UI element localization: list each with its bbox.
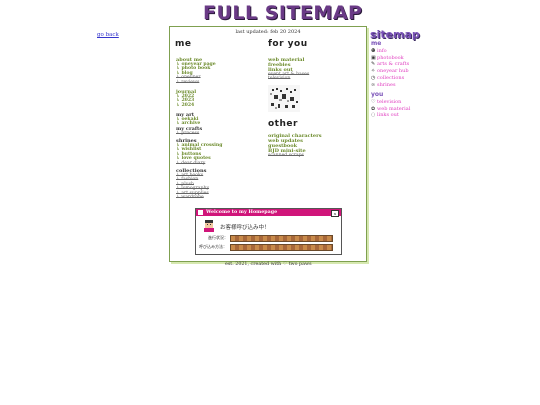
blog-link[interactable]: ↳ blog (176, 70, 193, 76)
shrines-title: shrines (176, 138, 197, 144)
footer-text: est. 2021, created with ♡ two paws (225, 262, 312, 267)
art-supplies-link[interactable]: ↳ art supplies (176, 190, 209, 196)
journal-section: journal ↳ 2022 ↳ 2023 ↳ 2024 (176, 90, 196, 108)
animal-crossing-link[interactable]: ↳ animal crossing (176, 143, 223, 148)
character-icon (204, 220, 214, 232)
dialog-close-button[interactable]: x (331, 210, 339, 217)
oneyear-link[interactable]: ↳ oneyear page (176, 62, 216, 67)
fashion-link[interactable]: ↳ fashion (176, 177, 199, 183)
sidebar-me-heading: me (371, 40, 382, 47)
links-out-link[interactable]: links out (268, 67, 293, 73)
method-label: 呼び込み方法： (199, 244, 227, 249)
other-heading: other (268, 119, 298, 129)
progress-label: 進行状況： (208, 235, 228, 240)
clock-icon: ◷ (371, 74, 376, 81)
television-link[interactable]: television (268, 76, 291, 82)
sidebar-item-collections[interactable]: ◷collections (371, 74, 405, 81)
about-title[interactable]: about me (176, 57, 203, 63)
love-quotes-link[interactable]: ↳ love quotes (176, 156, 211, 162)
my-crafts-title: my crafts (176, 125, 203, 132)
plush-link[interactable]: ↳ plush (176, 181, 194, 187)
method-bar (230, 244, 333, 251)
heart-icon: ♡ (371, 99, 376, 105)
sidebar-item-info[interactable]: ☻info (371, 48, 387, 54)
oneliner-link[interactable]: ↳ oneliner (176, 75, 201, 81)
dear-diary-link[interactable]: ↳ dear diary (176, 160, 206, 166)
dialog-title: Welcome to my Homepage (206, 209, 278, 215)
bjd-minisite-link[interactable]: BJD mini-site (268, 148, 306, 154)
sidebar-title: sitemap (370, 28, 420, 41)
original-characters-link[interactable]: original characters (268, 133, 322, 139)
sidebar-you-list: ♡television ✿web material ◌links out (371, 99, 410, 119)
last-updated: last updated: feb 20 2024 (235, 29, 301, 35)
collections-section: collections ↳ art books ↳ fashion ↳ plus… (176, 168, 210, 201)
sidebar-item-web-material[interactable]: ✿web material (371, 105, 411, 112)
collections-title: collections (176, 168, 207, 174)
scanned-scraps-link[interactable]: scanned scraps (268, 153, 304, 158)
journal-2023-link[interactable]: ↳ 2023 (176, 98, 195, 104)
journal-title[interactable]: journal (176, 89, 197, 95)
process-link[interactable]: ↳ process (176, 130, 200, 136)
guestbook-link[interactable]: guestbook (268, 143, 298, 149)
freebies-link[interactable]: freebies (268, 62, 291, 68)
journal-2024-link[interactable]: ↳ 2024 (176, 102, 195, 108)
site-title: FULL SITEMAP (203, 2, 363, 24)
sidebar-item-links-out[interactable]: ◌links out (371, 112, 399, 119)
buttons-link[interactable]: ↳ buttons (176, 151, 202, 157)
sidebar-item-shrines[interactable]: ∞shrines (371, 81, 396, 88)
about-section: about me ↳ oneyear page ↳ photo book ↳ b… (176, 58, 216, 85)
sidebar-item-oneyear-hub[interactable]: ✧oneyear hub (371, 68, 409, 75)
progress-bar (230, 235, 333, 242)
globe-icon: ◌ (371, 112, 376, 119)
other-links: original characters web updates guestboo… (268, 133, 322, 159)
sidebar-item-television[interactable]: ♡television (371, 99, 402, 105)
oekaki-link[interactable]: ↳ oekaki (176, 117, 199, 122)
sidebar-item-arts-crafts[interactable]: ✎arts & crafts (371, 61, 410, 68)
for-you-heading: for you (268, 39, 308, 49)
welcome-dialog: Welcome to my Homepage x お客様呼び込み中！ 進行状況：… (195, 208, 342, 255)
pixel-art-image (268, 85, 300, 112)
sparkle-icon: ✧ (371, 68, 376, 75)
link-icon: ∞ (371, 81, 376, 88)
user-icon: ☻ (371, 48, 376, 54)
web-material-link[interactable]: web material (268, 57, 305, 63)
lomography-link[interactable]: ↳ lomography (176, 186, 210, 192)
journal-2022-link[interactable]: ↳ 2022 (176, 94, 195, 99)
for-you-links: web material freebies links out event ar… (268, 58, 309, 82)
reviews-link[interactable]: ↳ reviews (176, 79, 200, 85)
sidebar-me-list: ☻info ▣photobook ✎arts & crafts ✧oneyear… (371, 48, 409, 88)
art-books-link[interactable]: ↳ art books (176, 173, 204, 178)
photobook-link[interactable]: ↳ photo book (176, 66, 211, 72)
wardrobe-link[interactable]: ↳ wardrobe (176, 195, 204, 201)
dialog-app-icon (198, 210, 203, 215)
dialog-message: お客様呼び込み中！ (220, 225, 270, 231)
go-back-link[interactable]: go back (97, 32, 119, 38)
brush-icon: ✎ (371, 61, 376, 68)
wishlist-link[interactable]: ↳ wishlist (176, 147, 202, 153)
event-art-link[interactable]: event art & bases (268, 72, 310, 77)
sidebar-item-photobook[interactable]: ▣photobook (371, 54, 404, 61)
web-updates-link[interactable]: web updates (268, 138, 303, 144)
camera-icon: ▣ (371, 54, 376, 61)
me-heading: me (175, 39, 192, 49)
shrines-section: shrines ↳ animal crossing ↳ wishlist ↳ b… (176, 139, 222, 166)
art-archive-link[interactable]: ↳ archive (176, 121, 201, 127)
gift-icon: ✿ (371, 105, 376, 112)
my-art-title: my art (176, 112, 195, 118)
sidebar-you-heading: you (371, 91, 384, 98)
art-section: my art ↳ oekaki ↳ archive my crafts ↳ pr… (176, 113, 202, 136)
dialog-titlebar: Welcome to my Homepage x (196, 209, 341, 217)
